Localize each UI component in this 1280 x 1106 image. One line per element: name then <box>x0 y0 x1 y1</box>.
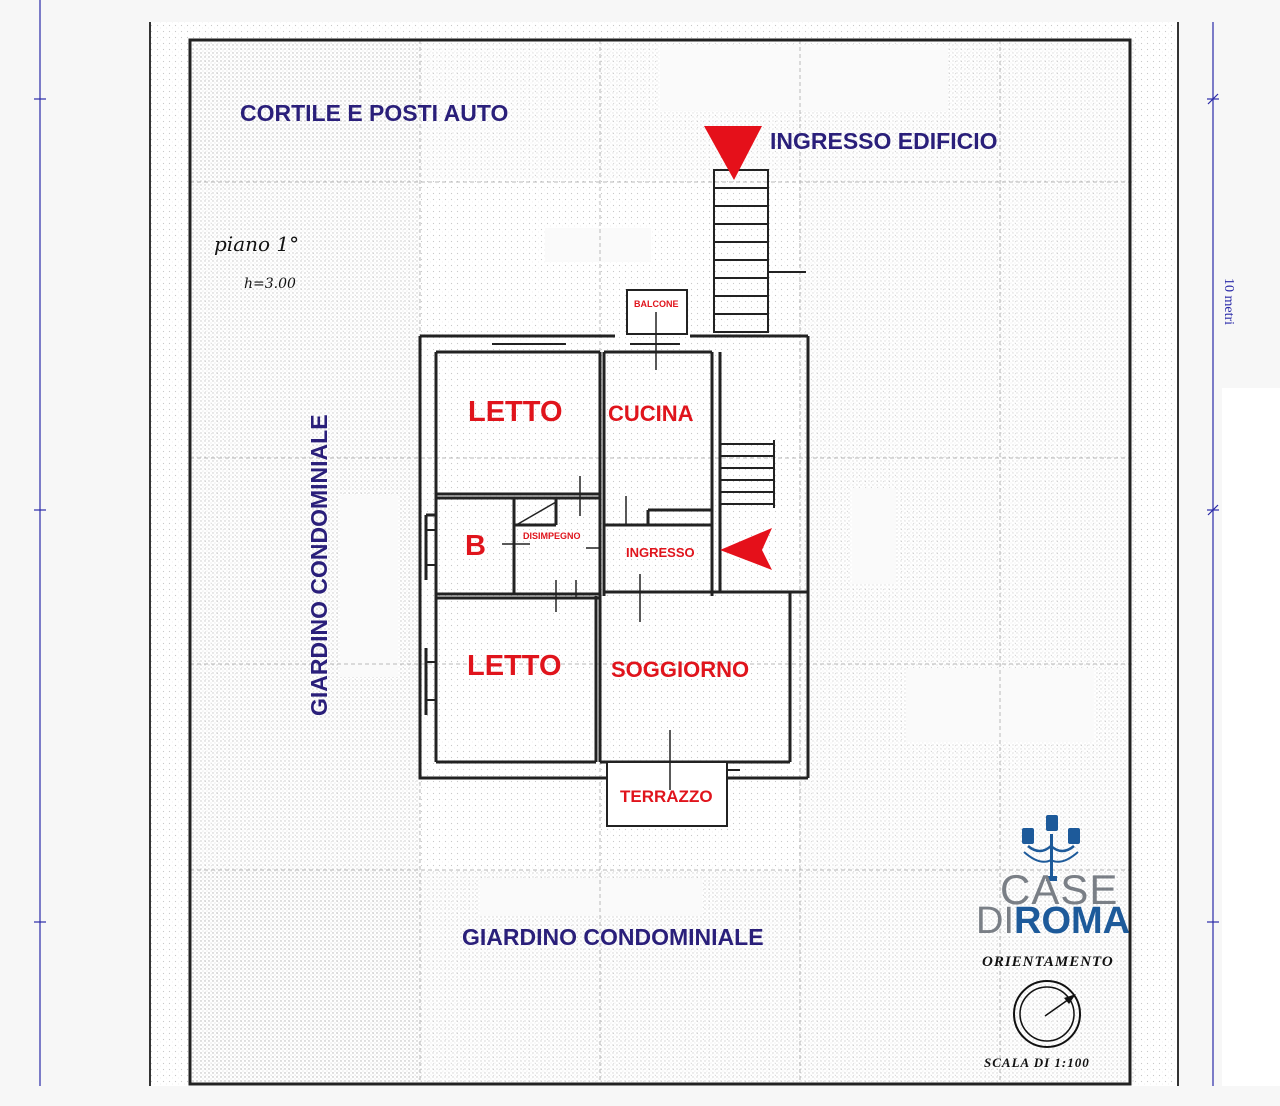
drawing-frame <box>188 38 1132 1086</box>
patch-3 <box>340 495 398 677</box>
room-balcone: BALCONE <box>634 299 679 309</box>
internal-stairs <box>720 440 775 508</box>
label-giardino-side: GIARDINO CONDOMINIALE <box>306 414 332 716</box>
room-letto-top: LETTO <box>468 396 563 428</box>
handwritten-floor: piano 1° <box>214 232 300 256</box>
entrance-stairs <box>713 169 806 333</box>
apartment-entrance-arrow-icon <box>720 528 772 570</box>
building-entrance-arrow-icon <box>704 126 762 180</box>
patch-2 <box>545 228 651 262</box>
room-letto-bottom: LETTO <box>467 650 562 682</box>
patch-6 <box>480 878 702 916</box>
terrazzo-box <box>606 761 728 827</box>
logo-roma: ROMA <box>1014 900 1131 942</box>
balcone-box <box>626 289 688 335</box>
patch-4 <box>852 488 896 584</box>
patch-7 <box>1222 388 1280 1086</box>
handwritten-height: h=3.00 <box>244 276 296 292</box>
scale-label: SCALA DI 1:100 <box>984 1055 1090 1070</box>
compass-icon <box>1013 980 1081 1048</box>
street-lamp-logo-icon <box>1022 815 1080 881</box>
room-terrazzo: TERRAZZO <box>620 787 713 806</box>
ruler-label: 10 metri <box>1221 278 1236 326</box>
logo-di: DI <box>976 900 1014 942</box>
room-cucina: CUCINA <box>608 401 694 426</box>
orientation-label: ORIENTAMENTO <box>982 954 1114 970</box>
left-ruler <box>34 0 46 1086</box>
shading-right <box>800 40 1135 870</box>
logo-case: CASE <box>1000 866 1119 913</box>
label-giardino-bottom: GIARDINO CONDOMINIALE <box>462 924 764 950</box>
room-bagno: B <box>465 530 486 562</box>
label-cortile: CORTILE E POSTI AUTO <box>240 100 509 126</box>
door-marks <box>502 312 671 790</box>
right-ruler <box>1207 22 1219 1086</box>
logo-diroma: DIROMA <box>976 900 1130 943</box>
room-disimpegno: DISIMPEGNO <box>523 531 581 541</box>
room-soggiorno: SOGGIORNO <box>611 657 750 682</box>
label-ingresso-edificio: INGRESSO EDIFICIO <box>770 128 998 154</box>
patch-1 <box>660 45 948 111</box>
room-ingresso: INGRESSO <box>626 545 695 560</box>
